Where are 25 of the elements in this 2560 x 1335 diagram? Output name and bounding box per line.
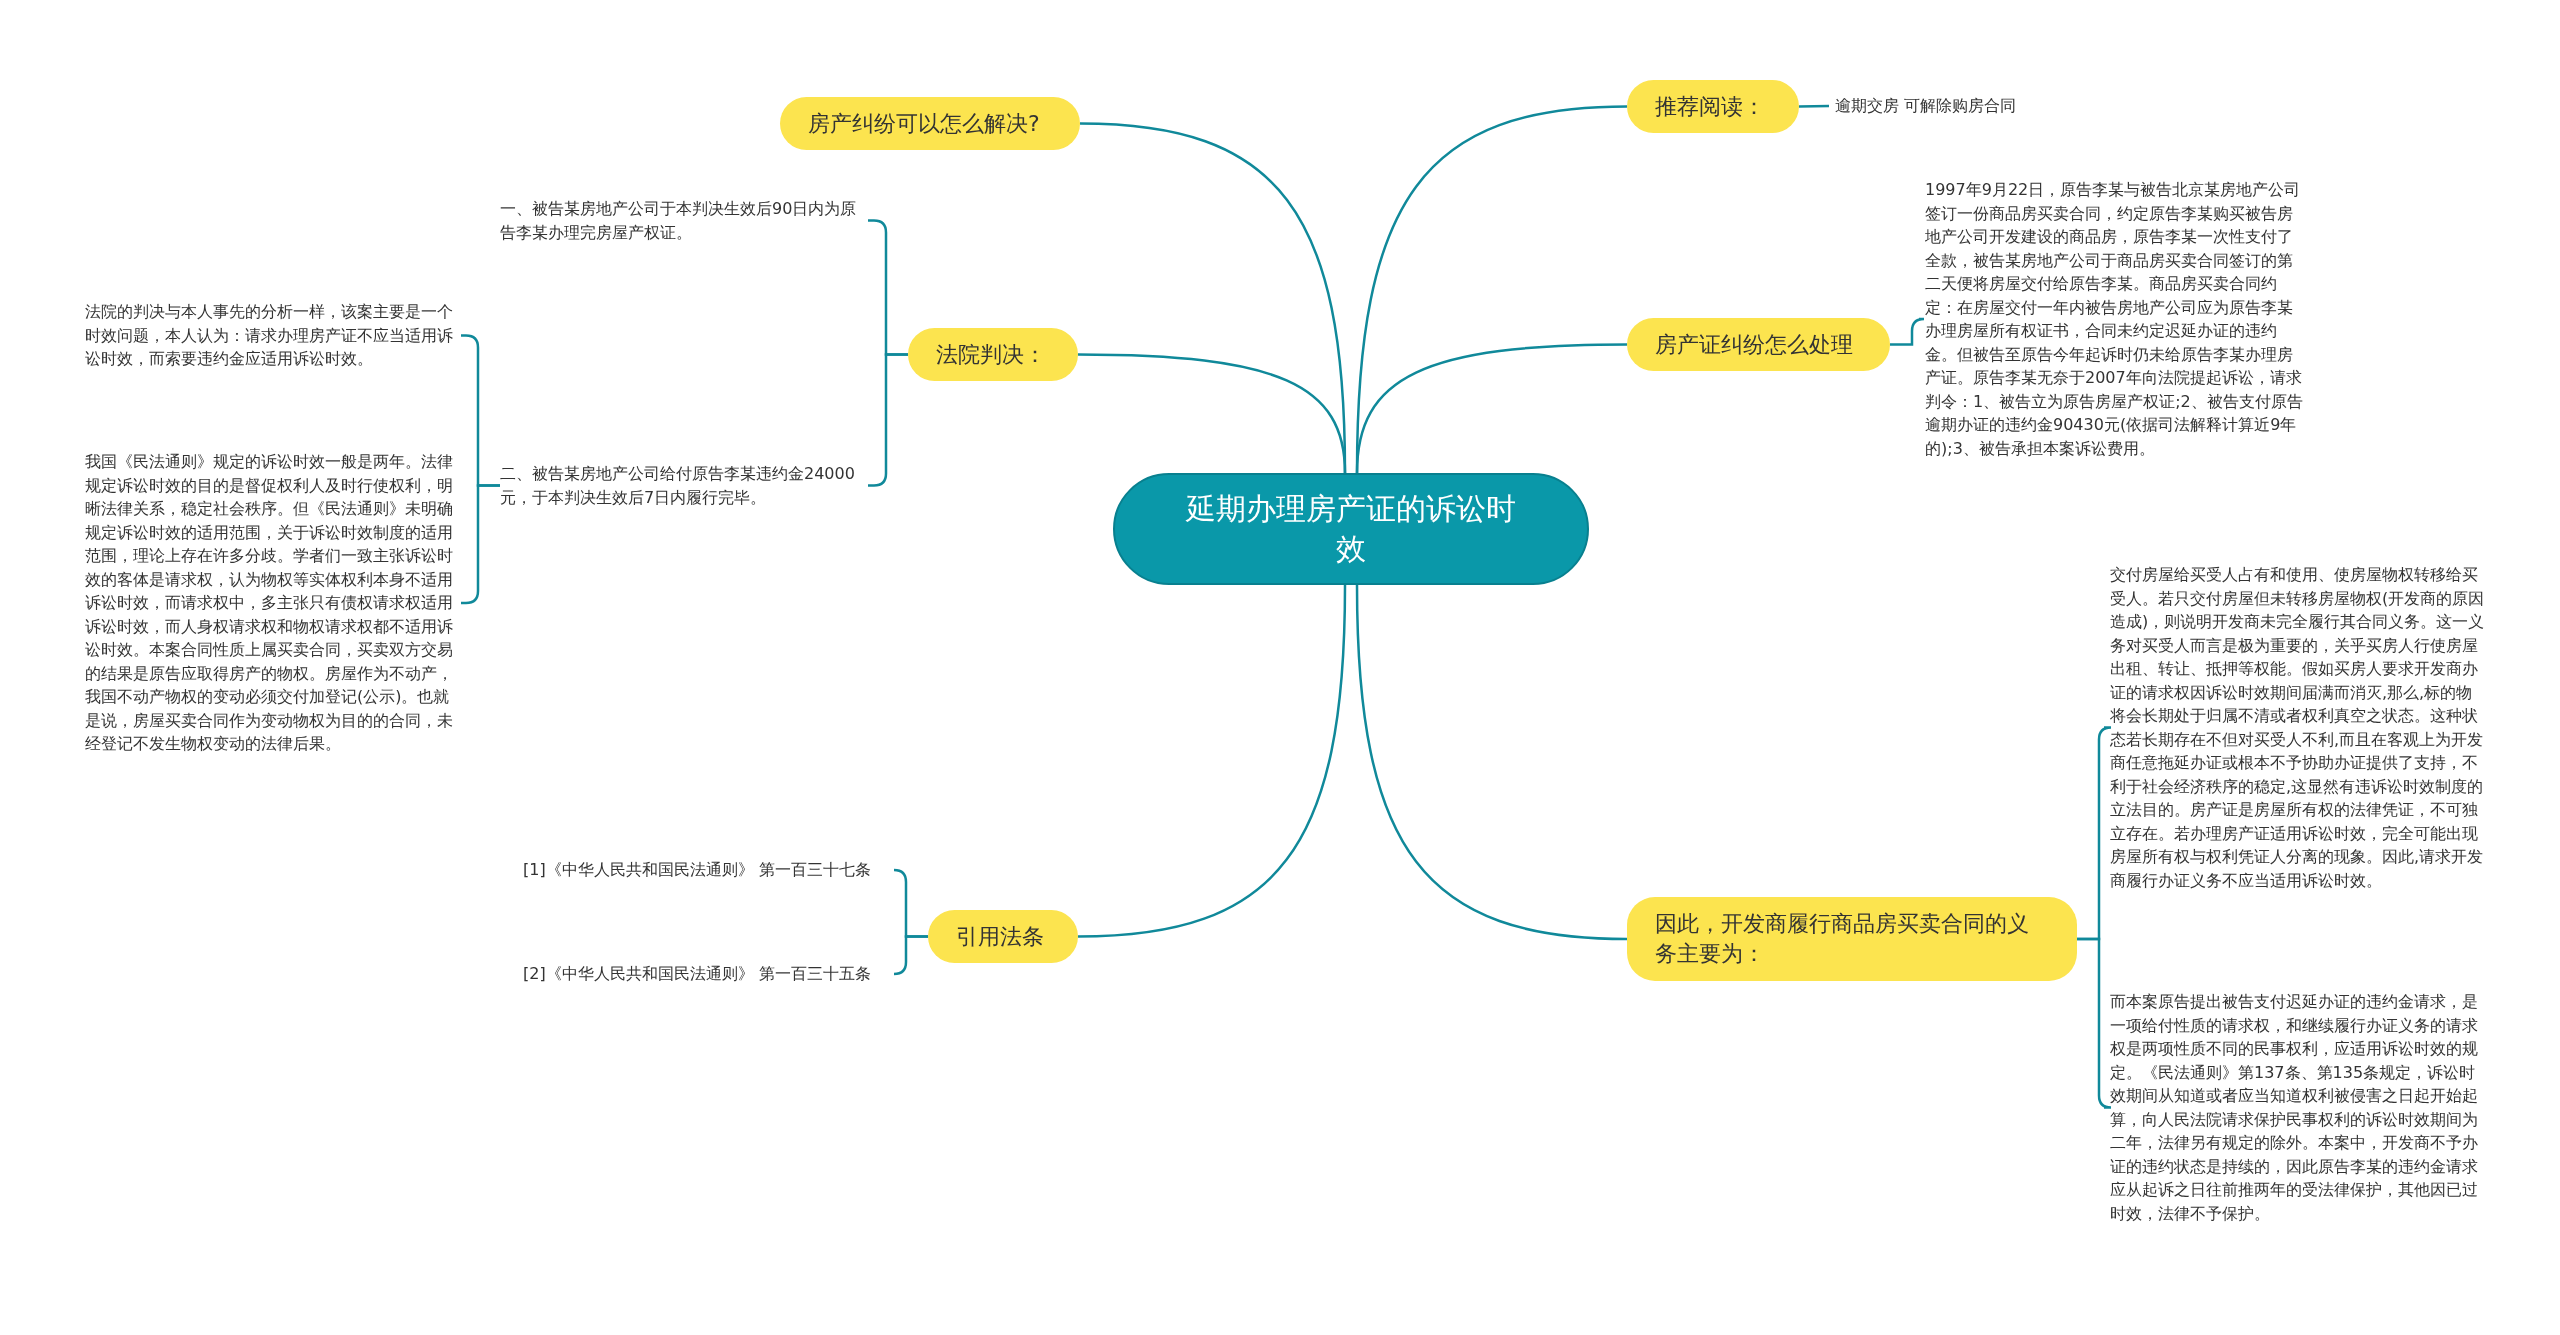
note-text: 一、被告某房地产公司于本判决生效后90日内为原告李某办理完房屋产权证。 (500, 197, 862, 244)
connector-line (1077, 584, 1347, 938)
topic-pill: 房产纠纷可以怎么解决? (780, 97, 1080, 150)
note-text: 1997年9月22日，原告李某与被告北京某房地产公司签订一份商品房买卖合同，约定原告李某购买被告房地产公司开发建设的商品房，原告李某一次性支付了全款，被告某房地产公司于商品房买卖合同签订的第二天便将房屋交付给原告李某。商品房买卖合同约定：在房屋交付一年内被告房地产公司应为原告李某办理房屋所有权证书，合同未约定迟延办证的违约金。但被告至原告今年起诉时仍未给原告李某办理房产证。原告李某无奈于2007年向法院提起诉讼，请求判令：1、被告立为原告房屋产权证;2、被告支付原告逾期办证的违约金90430元(依据司法解释计算近9年的);3、被告承担本案诉讼费用。 (1925, 178, 2303, 460)
note-text: 二、被告某房地产公司给付原告李某违约金24000元，于本判决生效后7日内履行完毕。 (500, 462, 862, 509)
connector-line (892, 935, 928, 976)
note-text: [2]《中华人民共和国民法通则》 第一百三十五条 (523, 962, 888, 986)
note-text: 交付房屋给买受人占有和使用、使房屋物权转移给买受人。若只交付房屋但未转移房屋物权(开发商的原因造成)，则说明开发商未完全履行其合同义务。这一义务对买受人而言是极为重要的，关乎买房人行使房屋出租、转让、抵押等权能。假如买房人要求开发商办证的请求权因诉讼时效期间届满而消灭,那么,标的物将会长期处于归属不清或者权利真空之状态。这种状态若长期存在不但对买受人不利,而且在客观上为开发商任意拖延办证或根本不予协助办证提供了支持，不利于社会经济秩序的稳定,这显然有违诉讼时效制度的立法目的。房产证是房屋所有权的法律凭证，不可独立存在。若办理房产证适用诉讼时效，完全可能出现房屋所有权与权利凭证人分离的现象。因此,请求开发商履行办证义务不应当适用诉讼时效。 (2110, 563, 2485, 892)
connector-line (1355, 343, 1627, 474)
note-text: [1]《中华人民共和国民法通则》 第一百三十七条 (523, 858, 888, 882)
topic-pill: 房产证纠纷怎么处理 (1627, 318, 1890, 371)
connector-line (1078, 353, 1347, 474)
topic-pill: 因此，开发商履行商品房买卖合同的义务主要为： (1627, 897, 2077, 981)
connector-line (1890, 317, 1926, 346)
connector-line (1798, 104, 1830, 108)
topic-pill: 法院判决： (908, 328, 1078, 381)
topic-pill: 推荐阅读： (1627, 80, 1799, 133)
connector-line (2077, 937, 2113, 1109)
note-text: 逾期交房 可解除购房合同 (1835, 94, 2095, 118)
note-text: 我国《民法通则》规定的诉讼时效一般是两年。法律规定诉讼时效的目的是督促权利人及时行使权利，明晰法律关系，稳定社会秩序。但《民法通则》未明确规定诉讼时效的适用范围，关于诉讼时效制度的适用范围，理论上存在许多分歧。学者们一致主张诉讼时效的客体是请求权，认为物权等实体权利本身不适用诉讼时效，而请求权中，多主张只有债权请求权适用诉讼时效，而人身权请求权和物权请求权都不适用诉讼时效。本案合同性质上属买卖合同，买卖双方交易的结果是原告应取得房产的物权。房屋作为不动产，我国不动产物权的变动必须交付加登记(公示)。也就是说，房屋买卖合同作为变动物权为目的的合同，未经登记不发生物权变动的法律后果。 (85, 450, 455, 756)
topic-pill: 引用法条 (928, 910, 1078, 963)
connector-line (1355, 584, 1628, 941)
central-topic: 延期办理房产证的诉讼时效 (1113, 473, 1589, 585)
note-text: 法院的判决与本人事先的分析一样，该案主要是一个时效问题，本人认为：请求办理房产证不应当适用诉讼时效，而索要违约金应适用诉讼时效。 (85, 300, 455, 371)
note-text: 而本案原告提出被告支付迟延办证的违约金请求，是一项给付性质的请求权，和继续履行办证义务的请求权是两项性质不同的民事权利，应适用诉讼时效的规定。《民法通则》第137条、第135条规定，诉讼时效期间从知道或者应当知道权利被侵害之日起开始起算，向人民法院请求保护民事权利的诉讼时效期间为二年，法律另有规定的除外。本案中，开发商不予办证的违约状态是持续的，因此原告李某的违约金请求应从起诉之日往前推两年的受法律保护，其他因已过时效，法律不予保护。 (2110, 990, 2485, 1225)
